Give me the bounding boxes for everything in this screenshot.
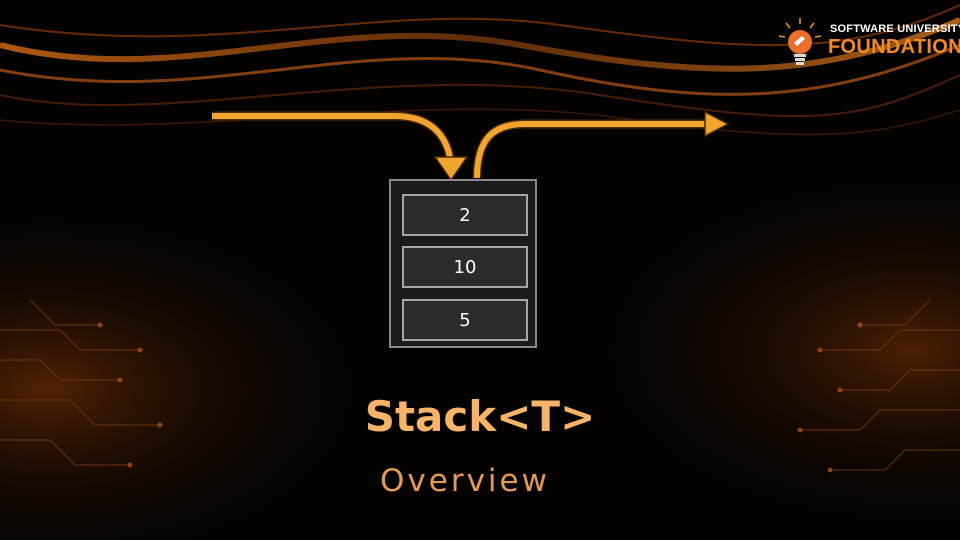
stack-item: 2 bbox=[402, 194, 528, 236]
push-arrow bbox=[212, 111, 469, 182]
logo-text-bottom: FOUNDATION bbox=[828, 36, 960, 58]
stack-item: 10 bbox=[402, 246, 528, 288]
stack-container: 2 10 5 bbox=[389, 179, 537, 348]
slide-subtitle: Overview bbox=[380, 463, 550, 499]
slide-title: Stack<T> bbox=[364, 392, 596, 441]
lightbulb-icon bbox=[778, 18, 822, 65]
software-university-logo: SOFTWARE UNIVERSITY FOUNDATION bbox=[772, 14, 960, 72]
pop-arrow bbox=[472, 110, 730, 179]
stack-item: 5 bbox=[402, 299, 528, 341]
logo-text-top: SOFTWARE UNIVERSITY bbox=[830, 23, 960, 35]
